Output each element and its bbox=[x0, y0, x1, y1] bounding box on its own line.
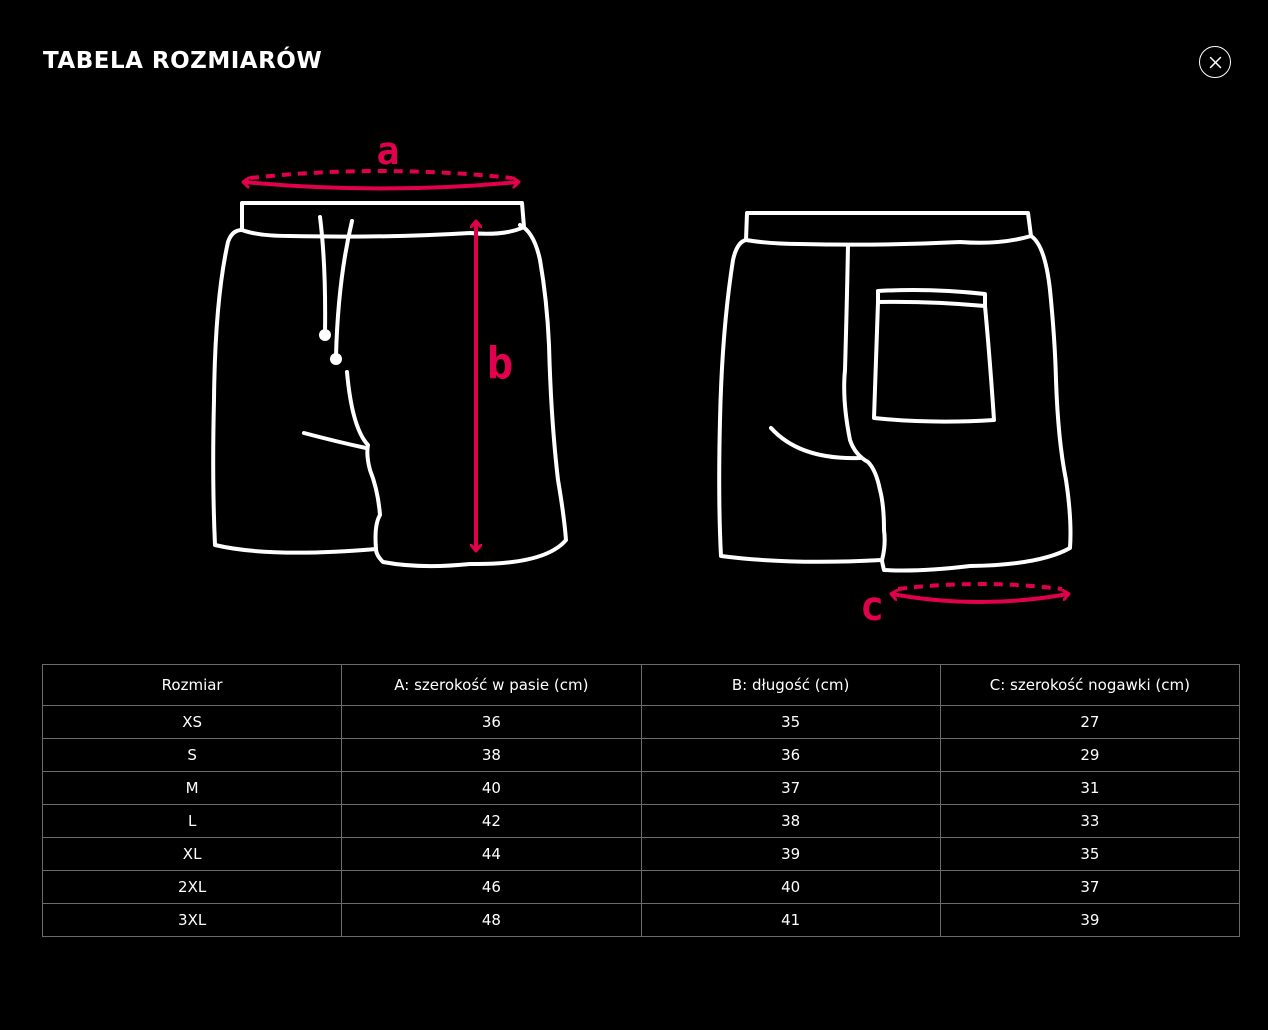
back-pocket bbox=[872, 300, 996, 424]
cell-length: 35 bbox=[640, 705, 941, 739]
cell-waist: 38 bbox=[341, 738, 642, 772]
cell-length: 40 bbox=[640, 870, 941, 904]
cell-leg: 33 bbox=[939, 804, 1241, 838]
measure-c-arrow bbox=[892, 582, 1068, 604]
measure-a-label: a bbox=[377, 129, 400, 173]
measure-b-label: b bbox=[487, 338, 514, 389]
drawstring-tip-left bbox=[319, 329, 331, 341]
cell-waist: 48 bbox=[341, 903, 642, 937]
table-row: 2XL 46 40 37 bbox=[41, 870, 1241, 904]
cell-size: 2XL bbox=[41, 870, 343, 904]
back-shorts-drawing bbox=[717, 211, 1073, 573]
front-left-leg bbox=[211, 228, 382, 555]
cell-leg: 39 bbox=[939, 903, 1241, 937]
table-row: XS 36 35 27 bbox=[41, 705, 1241, 739]
back-right-leg bbox=[880, 234, 1073, 573]
cell-length: 36 bbox=[640, 738, 941, 772]
cell-size: 3XL bbox=[41, 903, 343, 937]
cell-length: 41 bbox=[640, 903, 941, 937]
close-button[interactable] bbox=[1199, 46, 1231, 78]
cell-size: S bbox=[41, 738, 343, 772]
cell-length: 39 bbox=[640, 837, 941, 871]
back-pocket-curve bbox=[769, 426, 862, 461]
size-illustration: a b c bbox=[211, 129, 1073, 630]
header-length: B: długość (cm) bbox=[640, 664, 941, 706]
cell-size: XL bbox=[41, 837, 343, 871]
cell-leg: 27 bbox=[939, 705, 1241, 739]
cell-waist: 40 bbox=[341, 771, 642, 805]
table-row: 3XL 48 41 39 bbox=[41, 903, 1241, 937]
cell-size: M bbox=[41, 771, 343, 805]
measure-a-arrow bbox=[244, 169, 518, 191]
cell-size: L bbox=[41, 804, 343, 838]
front-drawstring-left bbox=[318, 215, 328, 334]
table-header-row: Rozmiar A: szerokość w pasie (cm) B: dłu… bbox=[41, 664, 1241, 706]
cell-leg: 37 bbox=[939, 870, 1241, 904]
cell-waist: 36 bbox=[341, 705, 642, 739]
back-pocket-top bbox=[876, 288, 987, 308]
cell-waist: 44 bbox=[341, 837, 642, 871]
front-pocket-line bbox=[302, 431, 368, 450]
front-right-leg bbox=[374, 223, 568, 569]
front-shorts-drawing bbox=[211, 201, 568, 569]
cell-length: 37 bbox=[640, 771, 941, 805]
front-waistband bbox=[240, 201, 526, 239]
cell-leg: 35 bbox=[939, 837, 1241, 871]
cell-size: XS bbox=[41, 705, 343, 739]
table-row: XL 44 39 35 bbox=[41, 837, 1241, 871]
cell-leg: 29 bbox=[939, 738, 1241, 772]
page-title: TABELA ROZMIARÓW bbox=[43, 48, 323, 74]
cell-length: 38 bbox=[640, 804, 941, 838]
measure-c-label: c bbox=[860, 584, 884, 630]
back-waistband bbox=[744, 211, 1033, 247]
drawstring-tip-right bbox=[330, 353, 342, 365]
table-row: L 42 38 33 bbox=[41, 804, 1241, 838]
cell-waist: 42 bbox=[341, 804, 642, 838]
cell-leg: 31 bbox=[939, 771, 1241, 805]
front-drawstring-right bbox=[334, 219, 354, 358]
size-table: Rozmiar A: szerokość w pasie (cm) B: dłu… bbox=[41, 664, 1241, 937]
header-waist-width: A: szerokość w pasie (cm) bbox=[341, 664, 642, 706]
header-leg-width: C: szerokość nogawki (cm) bbox=[939, 664, 1241, 706]
table-row: M 40 37 31 bbox=[41, 771, 1241, 805]
cell-waist: 46 bbox=[341, 870, 642, 904]
close-icon bbox=[1209, 56, 1222, 69]
back-left-leg bbox=[717, 238, 887, 564]
table-row: S 38 36 29 bbox=[41, 738, 1241, 772]
header-size: Rozmiar bbox=[41, 664, 343, 706]
